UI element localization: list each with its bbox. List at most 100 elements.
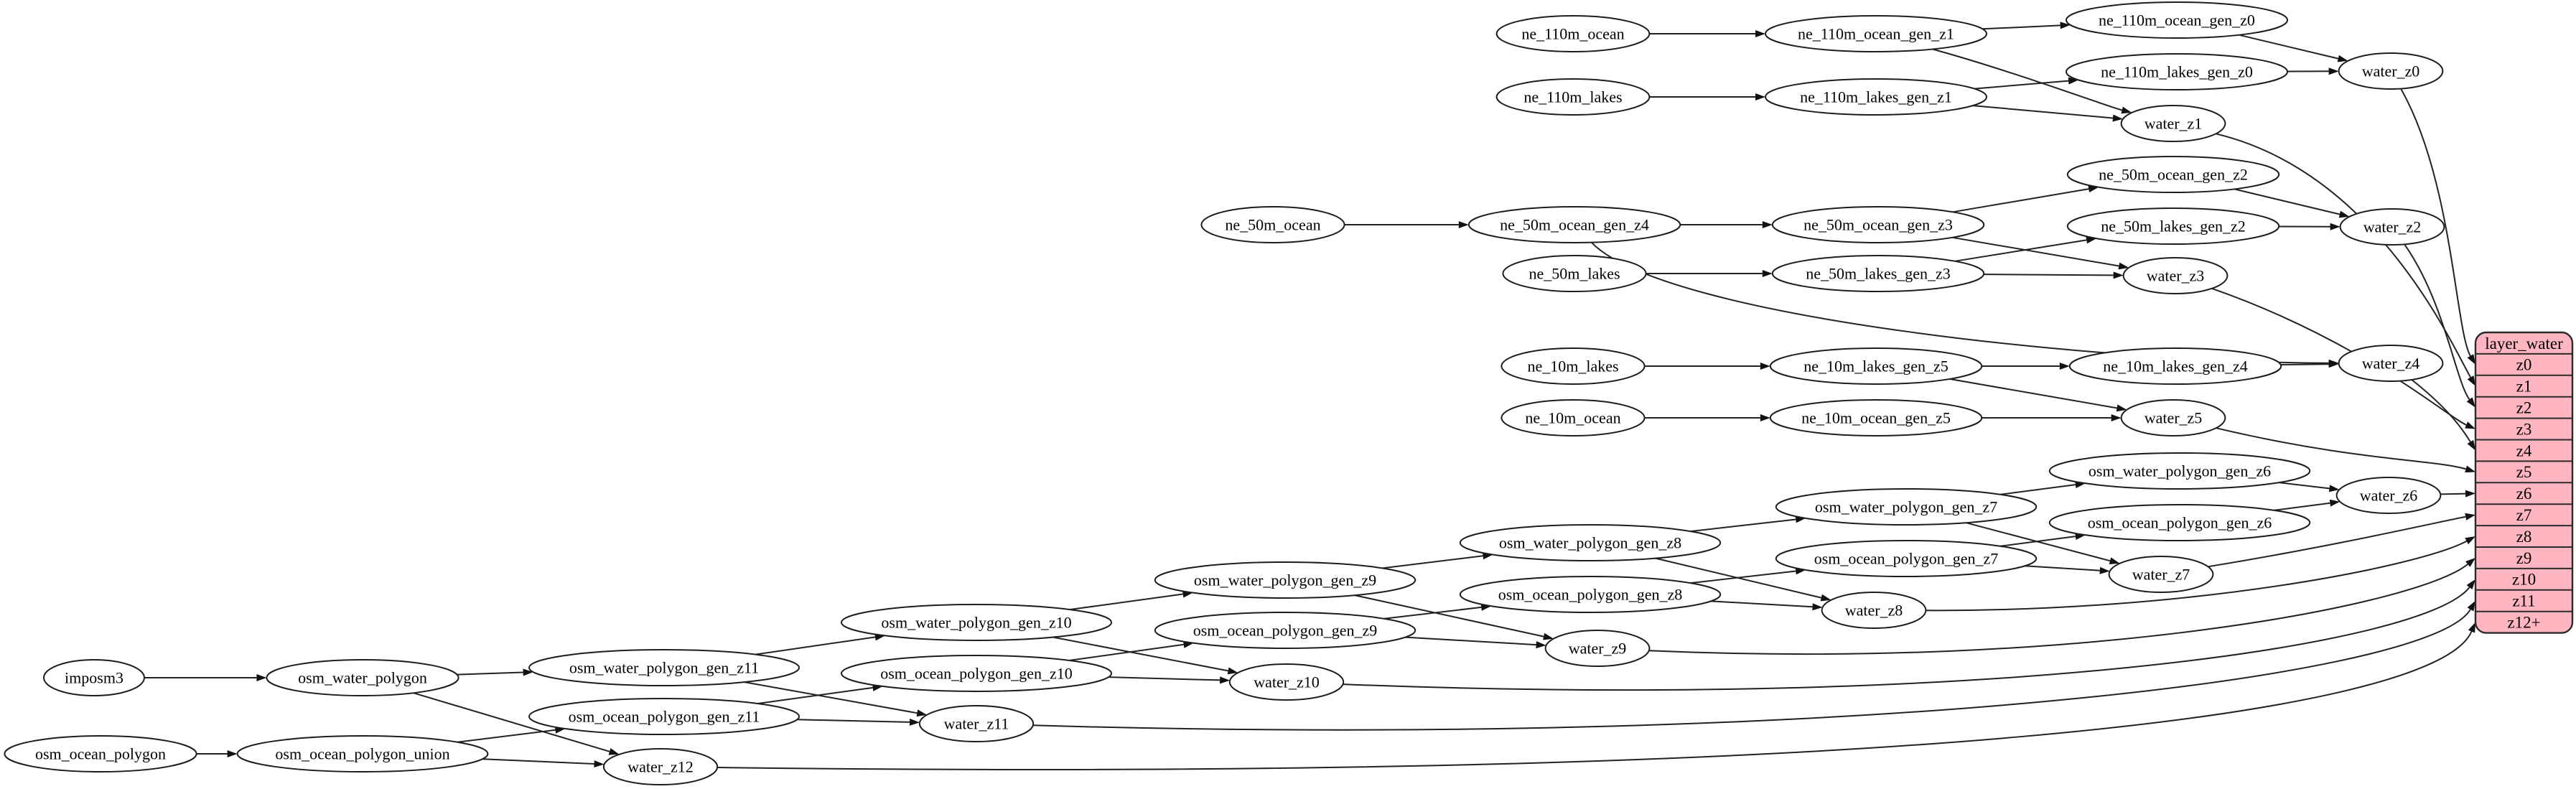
arrowhead-icon: [1762, 221, 1773, 228]
edge-osm_water_polygon_gen_z9-to-osm_water_polygon_gen_z8: [1382, 552, 1493, 569]
node-label: water_z12: [627, 757, 694, 775]
node-ne_50m_lakes_gen_z3: ne_50m_lakes_gen_z3: [1771, 255, 1985, 292]
edge-ne_110m_lakes_gen_z1-to-ne_110m_lakes_gen_z0: [1974, 77, 2079, 90]
table-row-z9: z9: [2516, 549, 2532, 567]
edge-line: [2404, 243, 2470, 400]
arrowhead-icon: [2329, 499, 2341, 507]
table-header: layer_water: [2485, 335, 2563, 353]
node-shape: [2339, 208, 2445, 246]
node-shape: [2066, 1, 2288, 39]
arrowhead-icon: [1543, 632, 1554, 640]
arrowhead-icon: [1762, 270, 1773, 277]
arrowhead-icon: [2118, 262, 2129, 270]
node-osm_water_polygon_gen_z6: osm_water_polygon_gen_z6: [2048, 452, 2311, 490]
edge-line: [1108, 676, 1221, 681]
node-label: ne_110m_ocean: [1521, 24, 1624, 42]
node-osm_ocean_polygon: osm_ocean_polygon: [4, 735, 197, 772]
node-ne_50m_ocean_gen_z2: ne_50m_ocean_gen_z2: [2066, 156, 2280, 193]
edge-line: [482, 758, 594, 765]
arrowhead-icon: [1795, 567, 1806, 575]
node-ne_110m_ocean_gen_z0: ne_110m_ocean_gen_z0: [2066, 1, 2288, 39]
node-label: water_z0: [2362, 62, 2420, 80]
edge-line: [717, 631, 2473, 770]
node-ne_50m_ocean_gen_z3: ne_50m_ocean_gen_z3: [1771, 206, 1985, 243]
edge-osm_ocean_polygon_union-to-osm_ocean_polygon_gen_z11: [457, 726, 566, 743]
node-ne_10m_lakes_gen_z5: ne_10m_lakes_gen_z5: [1769, 347, 1983, 385]
node-osm_ocean_polygon_gen_z10: osm_ocean_polygon_gen_z10: [841, 655, 1112, 692]
node-label: osm_ocean_polygon_gen_z8: [1498, 585, 1683, 603]
node-shape: [1771, 255, 1985, 292]
node-osm_water_polygon_gen_z10: osm_water_polygon_gen_z10: [841, 604, 1112, 641]
edge-ne_50m_ocean_gen_z4-to-ne_50m_ocean_gen_z3: [1680, 221, 1773, 228]
edge-ne_10m_lakes_gen_z5-to-water_z5: [1949, 378, 2127, 412]
table-row-z5: z5: [2516, 463, 2532, 481]
edge-osm_ocean_polygon_gen_z10-to-water_z10: [1108, 676, 1231, 684]
arrowhead-icon: [2109, 557, 2120, 564]
arrowhead-icon: [2121, 106, 2132, 114]
table-row-z3: z3: [2516, 420, 2532, 438]
node-ne_110m_lakes: ne_110m_lakes: [1495, 78, 1651, 116]
arrowhead-icon: [909, 718, 920, 726]
node-label: ne_110m_lakes: [1523, 88, 1622, 106]
node-shape: [1769, 347, 1983, 385]
arrowhead-icon: [2466, 397, 2475, 408]
arrowhead-icon: [1755, 30, 1765, 37]
node-osm_ocean_polygon_gen_z7: osm_ocean_polygon_gen_z7: [1775, 540, 2038, 577]
arrowhead-icon: [2328, 67, 2339, 75]
node-label: osm_water_polygon_gen_z10: [881, 613, 1071, 631]
node-shape: [2066, 156, 2280, 193]
node-shape: [2338, 52, 2444, 90]
node-label: imposm3: [65, 668, 123, 686]
arrowhead-icon: [2467, 354, 2475, 365]
arrowhead-icon: [2465, 536, 2475, 545]
node-shape: [1501, 399, 1646, 436]
node-label: ne_50m_ocean: [1225, 215, 1320, 233]
node-label: water_z1: [2145, 114, 2203, 132]
edge-line: [2411, 379, 2471, 442]
node-shape: [1821, 592, 1927, 629]
node-shape: [1502, 255, 1647, 292]
node-label: ne_10m_lakes_gen_z5: [1803, 357, 1949, 375]
node-shape: [1544, 630, 1651, 667]
node-shape: [2122, 257, 2229, 294]
node-shape: [1200, 206, 1345, 243]
edge-water_z5-to-layer_water-z5: [2216, 427, 2475, 473]
edge-ne_10m_lakes_gen_z4-to-water_z4: [2280, 360, 2339, 368]
table-row-z4: z4: [2516, 442, 2532, 459]
edge-osm_ocean_polygon-to-osm_ocean_polygon_union: [196, 750, 238, 757]
node-label: osm_water_polygon_gen_z8: [1499, 533, 1681, 551]
node-ne_10m_lakes_gen_z4: ne_10m_lakes_gen_z4: [2068, 347, 2282, 385]
edge-line: [2400, 88, 2471, 357]
arrowhead-icon: [2465, 558, 2475, 567]
node-label: ne_50m_ocean_gen_z3: [1803, 215, 1953, 233]
node-shape: [2335, 477, 2442, 514]
node-label: osm_ocean_polygon_union: [275, 744, 449, 762]
arrowhead-icon: [2111, 414, 2122, 421]
edge-ne_50m_ocean-to-ne_50m_ocean_gen_z4: [1344, 221, 1469, 228]
edge-ne_110m_ocean-to-ne_110m_ocean_gen_z1: [1649, 30, 1765, 37]
node-label: water_z8: [1845, 601, 1903, 619]
arrowhead-icon: [1458, 221, 1469, 228]
node-label: osm_ocean_polygon_gen_z10: [880, 664, 1073, 682]
arrowhead-icon: [608, 748, 620, 755]
node-ne_50m_ocean_gen_z4: ne_50m_ocean_gen_z4: [1467, 206, 1681, 243]
table-row-z0: z0: [2516, 356, 2532, 374]
node-osm_ocean_polygon_gen_z8: osm_ocean_polygon_gen_z8: [1459, 576, 1722, 613]
node-shape: [1459, 524, 1722, 561]
arrowhead-icon: [1480, 603, 1492, 611]
edge-ne_50m_lakes-to-ne_50m_lakes_gen_z3: [1646, 270, 1773, 277]
arrowhead-icon: [2059, 363, 2070, 370]
edge-line: [2000, 484, 2076, 495]
table-row-z10: z10: [2512, 571, 2536, 589]
arrowhead-icon: [2328, 485, 2340, 492]
node-shape: [43, 659, 145, 696]
edge-line: [2216, 427, 2466, 470]
edge-line: [1382, 555, 1483, 569]
edge-layer: [144, 22, 2475, 770]
node-shape: [2108, 556, 2214, 593]
edge-water_z12-to-layer_water-z12+: [717, 622, 2475, 770]
edge-line: [1984, 274, 2114, 276]
arrowhead-icon: [2466, 579, 2475, 589]
edge-water_z1-to-layer_water-z1: [2216, 133, 2475, 386]
